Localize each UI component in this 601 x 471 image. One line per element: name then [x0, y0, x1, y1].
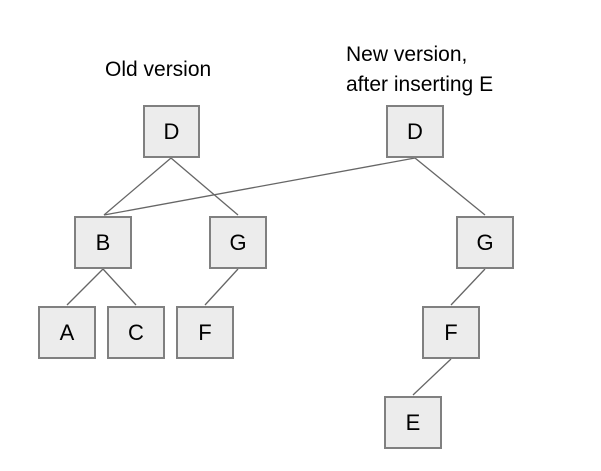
tree-node-new-f[interactable]: F	[422, 306, 480, 359]
tree-edge	[414, 157, 486, 216]
tree-node-old-c[interactable]: C	[107, 306, 165, 359]
tree-edge	[66, 268, 104, 306]
tree-edge	[450, 268, 486, 306]
tree-node-label: E	[405, 409, 421, 435]
caption-line: New version,	[346, 43, 468, 66]
tree-edge	[412, 358, 452, 396]
tree-node-label: D	[407, 118, 423, 144]
tree-node-old-a[interactable]: A	[38, 306, 96, 359]
tree-edge	[103, 157, 172, 216]
tree-node-new-g[interactable]: G	[456, 216, 514, 269]
tree-node-label: B	[95, 229, 111, 255]
tree-edge	[204, 268, 239, 306]
caption-line: after inserting E	[346, 73, 494, 96]
tree-node-old-g[interactable]: G	[209, 216, 267, 269]
tree-node-label: F	[444, 319, 458, 345]
tree-node-label: F	[198, 319, 212, 345]
caption-new: New version, after inserting E	[346, 40, 493, 100]
tree-edge	[103, 157, 416, 216]
tree-node-old-d[interactable]: D	[143, 105, 200, 158]
tree-node-label: G	[229, 229, 247, 255]
tree-edge	[170, 157, 239, 216]
caption-line: Old version	[105, 58, 212, 81]
tree-node-new-e[interactable]: E	[384, 396, 442, 449]
tree-node-label: D	[163, 118, 180, 144]
tree-node-label: C	[128, 319, 144, 345]
tree-node-old-b[interactable]: B	[74, 216, 132, 269]
tree-node-label: A	[59, 319, 75, 345]
tree-edge	[102, 268, 137, 306]
tree-node-old-f[interactable]: F	[176, 306, 234, 359]
tree-node-label: G	[476, 229, 494, 255]
caption-old: Old version	[105, 55, 211, 85]
tree-node-new-d[interactable]: D	[386, 105, 444, 158]
